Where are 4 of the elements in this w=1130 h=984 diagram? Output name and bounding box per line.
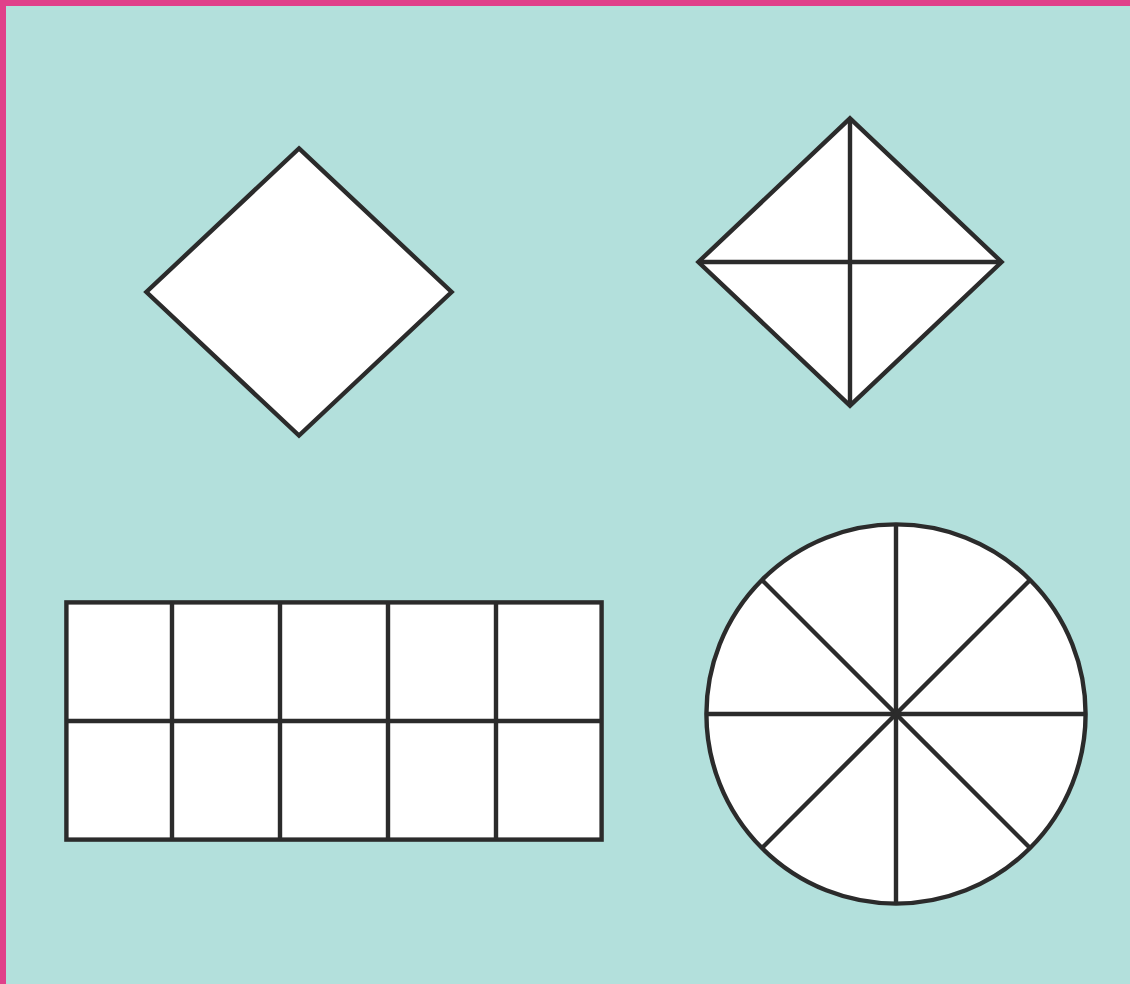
divided-circle <box>704 522 1088 906</box>
grid-rectangle <box>64 600 604 842</box>
diamond-shape <box>144 146 454 438</box>
quartered-diamond <box>696 116 1004 408</box>
